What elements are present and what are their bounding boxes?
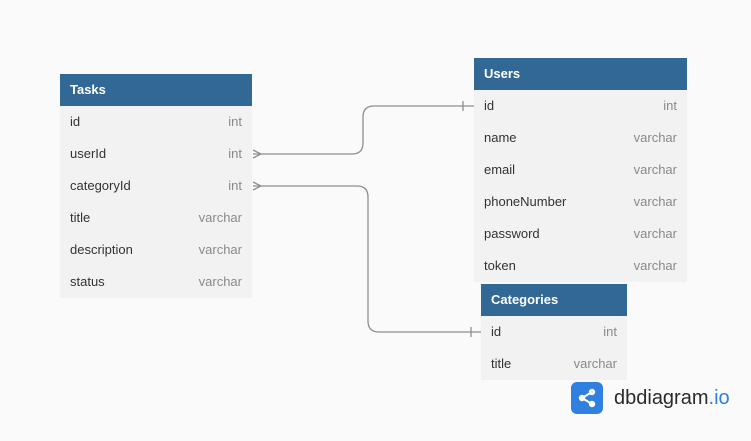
field-row-description[interactable]: description varchar xyxy=(60,234,252,266)
table-header[interactable]: Categories xyxy=(481,284,627,316)
field-type: int xyxy=(228,178,242,193)
field-name: phoneNumber xyxy=(484,194,567,209)
field-row-id[interactable]: id int xyxy=(474,90,687,122)
field-row-name[interactable]: name varchar xyxy=(474,122,687,154)
table-users[interactable]: Users id int name varchar email varchar … xyxy=(474,58,687,282)
field-type: varchar xyxy=(198,242,242,257)
field-row-id[interactable]: id int xyxy=(60,106,252,138)
field-type: varchar xyxy=(633,226,677,241)
field-type: int xyxy=(228,114,242,129)
relation-tasks-userid-users-id[interactable] xyxy=(252,101,474,159)
field-row-password[interactable]: password varchar xyxy=(474,218,687,250)
field-row-title[interactable]: title varchar xyxy=(60,202,252,234)
field-row-title[interactable]: title varchar xyxy=(481,348,627,380)
relation-line xyxy=(253,185,482,333)
logo-brand: dbdiagram xyxy=(614,386,709,409)
field-type: varchar xyxy=(633,130,677,145)
field-name: title xyxy=(491,356,512,371)
logo-wordmark: dbdiagram.io xyxy=(614,387,730,410)
field-type: varchar xyxy=(633,258,677,273)
field-type: varchar xyxy=(573,356,617,371)
crows-foot-many-marker xyxy=(252,181,263,191)
field-row-token[interactable]: token varchar xyxy=(474,250,687,282)
table-categories[interactable]: Categories id int title varchar xyxy=(481,284,627,380)
field-type: varchar xyxy=(198,274,242,289)
field-name: email xyxy=(484,162,516,177)
field-type: varchar xyxy=(633,162,677,177)
crows-foot-many-marker xyxy=(252,149,263,159)
field-row-id[interactable]: id int xyxy=(481,316,627,348)
field-row-categoryid[interactable]: categoryId int xyxy=(60,170,252,202)
field-name: description xyxy=(70,242,133,257)
field-type: int xyxy=(663,98,677,113)
table-header[interactable]: Users xyxy=(474,58,687,90)
field-row-email[interactable]: email varchar xyxy=(474,154,687,186)
dbdiagram-logo[interactable]: dbdiagram.io xyxy=(571,382,730,414)
field-name: userId xyxy=(70,146,107,161)
relation-tasks-categoryid-categories-id[interactable] xyxy=(252,181,482,337)
field-type: varchar xyxy=(633,194,677,209)
field-name: id xyxy=(484,98,495,113)
field-name: id xyxy=(70,114,81,129)
field-row-status[interactable]: status varchar xyxy=(60,266,252,298)
field-name: categoryId xyxy=(70,178,131,193)
field-name: status xyxy=(70,274,105,289)
field-row-userid[interactable]: userId int xyxy=(60,138,252,170)
field-name: title xyxy=(70,210,91,225)
field-type: varchar xyxy=(198,210,242,225)
field-name: password xyxy=(484,226,540,241)
field-name: name xyxy=(484,130,517,145)
table-tasks[interactable]: Tasks id int userId int categoryId int t… xyxy=(60,74,252,298)
field-row-phonenumber[interactable]: phoneNumber varchar xyxy=(474,186,687,218)
relation-line xyxy=(253,105,474,155)
share-nodes-icon xyxy=(571,382,603,414)
logo-suffix: .io xyxy=(708,386,730,409)
table-header[interactable]: Tasks xyxy=(60,74,252,106)
field-type: int xyxy=(603,324,617,339)
field-type: int xyxy=(228,146,242,161)
field-name: id xyxy=(491,324,502,339)
field-name: token xyxy=(484,258,516,273)
